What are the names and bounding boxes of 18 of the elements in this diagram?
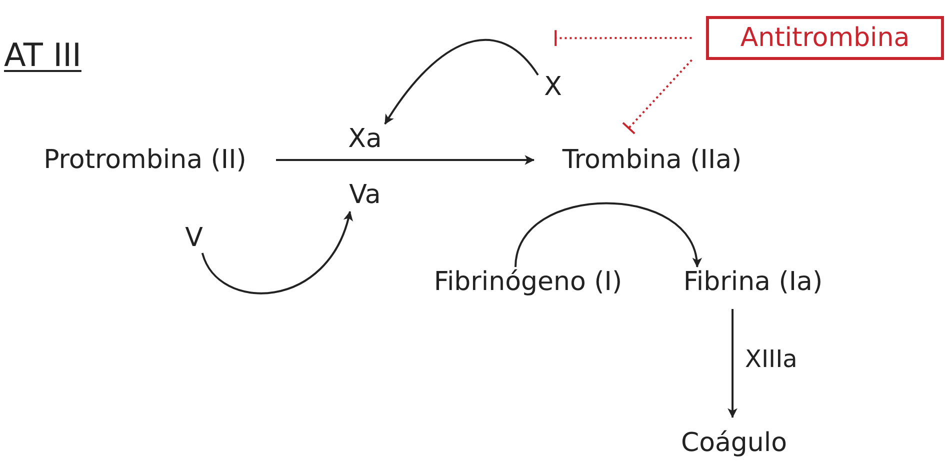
factor-label: Fibrinógeno (I) <box>403 267 653 297</box>
arrow <box>728 309 738 418</box>
factor-label: Coágulo <box>660 428 808 458</box>
factor-label: X <box>538 72 568 102</box>
arrow <box>514 202 700 268</box>
factor-label: Trombina (IIa) <box>534 145 770 175</box>
arrow <box>201 210 352 294</box>
factor-label: Va <box>340 180 390 210</box>
inhibitor-box: Antitrombina <box>706 16 944 60</box>
factor-label: Fibrina (Ia) <box>660 267 846 297</box>
inhibition-line <box>554 30 692 46</box>
factor-label: Xa <box>340 124 390 154</box>
title: AT III <box>4 36 82 74</box>
factor-label: V <box>180 223 208 253</box>
arrow <box>276 155 535 165</box>
inhibition-line <box>622 59 692 134</box>
factor-label: Protrombina (II) <box>14 145 276 175</box>
arrow <box>384 38 539 125</box>
